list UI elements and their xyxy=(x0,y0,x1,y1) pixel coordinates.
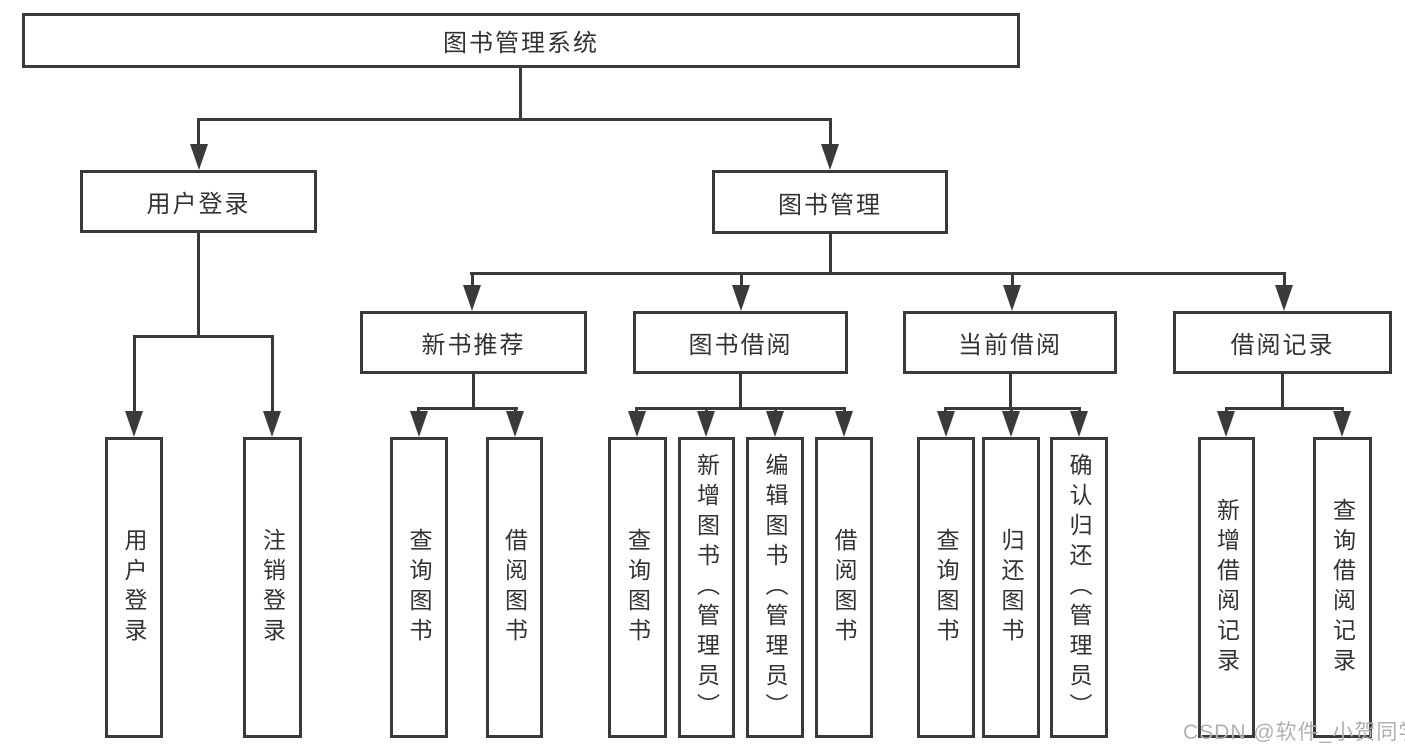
connector-line xyxy=(198,118,832,121)
connector-arrow xyxy=(766,411,784,437)
connector-line xyxy=(519,68,522,120)
connector-arrow xyxy=(628,411,646,437)
connector-arrow xyxy=(1217,411,1235,437)
connector-line xyxy=(470,272,1286,275)
csdn-watermark: CSDN @软件_小贺同学 xyxy=(1183,721,1405,744)
leaf-br-query-record: 查询借阅记录 xyxy=(1313,437,1372,738)
node-book-management: 图书管理 xyxy=(712,170,948,234)
connector-arrow xyxy=(1002,411,1020,437)
connector-line xyxy=(1011,272,1014,288)
leaf-nbr-query-books: 查询图书 xyxy=(390,437,448,738)
connector-arrow xyxy=(263,411,281,437)
leaf-bb-edit-books-admin: 编辑图书（管理员） xyxy=(746,437,804,738)
node-book-borrowing: 图书借阅 xyxy=(633,311,848,374)
connector-line xyxy=(133,335,136,413)
leaf-user-login: 用户登录 xyxy=(105,437,163,738)
leaf-logout: 注销登录 xyxy=(243,437,302,738)
connector-arrow xyxy=(125,411,143,437)
connector-line xyxy=(829,118,832,148)
connector-arrow xyxy=(937,411,955,437)
connector-line xyxy=(1225,407,1344,410)
connector-line xyxy=(739,374,742,407)
node-user-login: 用户登录 xyxy=(80,170,317,233)
leaf-bb-query-books: 查询图书 xyxy=(608,437,667,738)
connector-arrow xyxy=(835,411,853,437)
connector-arrow xyxy=(410,411,428,437)
leaf-cb-return-books: 归还图书 xyxy=(982,437,1040,738)
connector-arrow xyxy=(463,285,481,311)
connector-arrow xyxy=(190,144,208,170)
connector-arrow xyxy=(1333,411,1351,437)
connector-arrow xyxy=(821,144,839,170)
node-borrowing-records: 借阅记录 xyxy=(1173,311,1392,374)
connector-line xyxy=(1009,374,1012,407)
connector-arrow xyxy=(697,411,715,437)
connector-line xyxy=(197,118,200,148)
connector-arrow xyxy=(506,411,524,437)
connector-line xyxy=(1283,272,1286,288)
connector-line xyxy=(829,234,832,272)
leaf-nbr-borrow-books: 借阅图书 xyxy=(486,437,543,738)
node-new-book-recommendation: 新书推荐 xyxy=(360,311,587,374)
connector-line xyxy=(1281,374,1284,407)
connector-arrow xyxy=(732,285,750,311)
connector-line xyxy=(133,335,274,338)
connector-line xyxy=(740,272,743,288)
node-current-borrowing: 当前借阅 xyxy=(903,311,1117,374)
node-library-system: 图书管理系统 xyxy=(22,13,1020,68)
connector-line xyxy=(472,374,475,407)
connector-arrow xyxy=(1003,285,1021,311)
connector-arrow xyxy=(1275,285,1293,311)
connector-arrow xyxy=(1070,411,1088,437)
leaf-cb-confirm-return-admin: 确认归还（管理员） xyxy=(1050,437,1108,738)
connector-line xyxy=(471,272,474,288)
leaf-bb-borrow-books: 借阅图书 xyxy=(815,437,873,738)
connector-line xyxy=(197,233,200,335)
connector-line xyxy=(417,407,518,410)
leaf-cb-query-books: 查询图书 xyxy=(917,437,975,738)
leaf-br-add-record: 新增借阅记录 xyxy=(1198,437,1255,738)
leaf-bb-add-books-admin: 新增图书（管理员） xyxy=(678,437,735,738)
connector-line xyxy=(635,407,846,410)
connector-line xyxy=(271,335,274,413)
